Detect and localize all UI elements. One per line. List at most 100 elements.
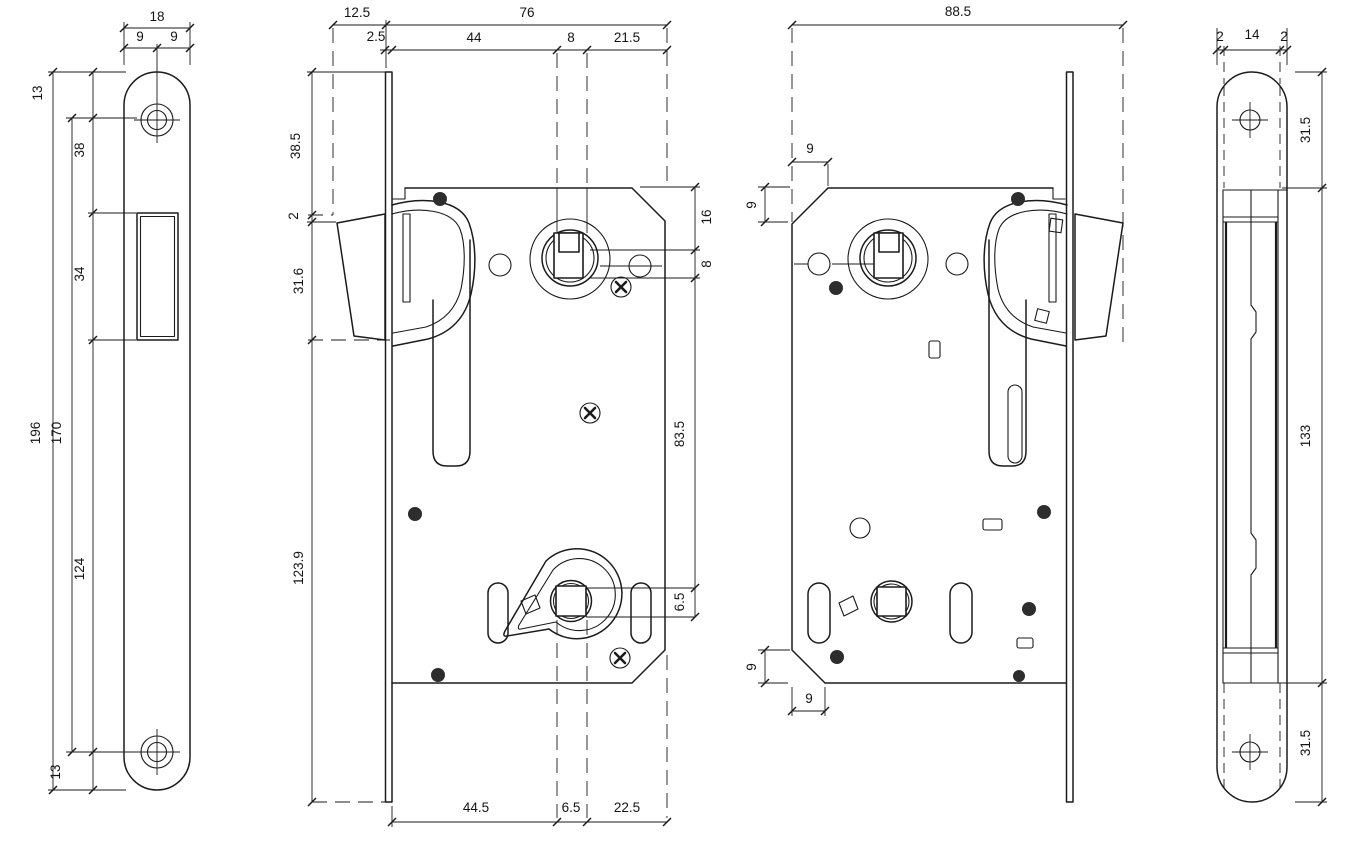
dim-label-plate-height: 196 xyxy=(28,422,43,445)
v4-dimension-lines xyxy=(1217,49,1323,802)
v2-hidden-lines xyxy=(308,28,668,818)
v2-latch-bolt xyxy=(336,213,386,341)
v4-screw-hole-top xyxy=(1232,102,1268,138)
v2-handle-follower xyxy=(529,188,611,300)
dim-label-plate-width: 18 xyxy=(149,9,164,24)
dim-label-latch-height: 31.6 xyxy=(291,268,306,294)
dim-label-hole-centers: 170 xyxy=(49,422,64,445)
v4-center-seam xyxy=(1250,189,1257,684)
strike-plate-screw-hole-bottom xyxy=(134,729,180,775)
dim-label-chamfer-top-height: 9 xyxy=(744,201,759,209)
dim-label-backset: 44 xyxy=(466,30,482,45)
v3-cam-assembly xyxy=(807,580,973,644)
dim-label-faceplate-thickness: 2.5 xyxy=(367,29,386,44)
v2-slot-right xyxy=(630,582,652,644)
dim-label-bottom-section: 31.5 xyxy=(1298,730,1313,756)
v2-faceplate xyxy=(384,71,393,803)
dim-label-window-height: 34 xyxy=(72,266,87,282)
view-lock-case-left-side: 88.5 9 9 9 9 xyxy=(744,4,1128,803)
dim-label-top-to-hole: 13 xyxy=(30,85,45,100)
v2-diamond-detail xyxy=(520,594,541,615)
dim-label-case-section: 133 xyxy=(1298,425,1313,448)
dim-label-case-extent: 123.9 xyxy=(291,551,306,585)
view-strike-plate-front: 18 9 9 13 38 34 124 13 196 170 xyxy=(28,9,195,795)
v2-hole-left-of-follower xyxy=(488,253,512,277)
dim-label-latch-projection: 12.5 xyxy=(344,5,370,20)
v3-hole-left-of-follower xyxy=(807,252,831,276)
v1-extension-lines xyxy=(48,22,191,791)
dim-label-flange-left: 2 xyxy=(1216,29,1224,44)
v4-extension-lines xyxy=(1216,28,1327,803)
v3-dimension-ticks xyxy=(760,20,1128,716)
v3-latch-mechanism xyxy=(983,199,1068,467)
v2-extension-lines xyxy=(307,20,700,827)
dim-label-top-to-case: 38.5 xyxy=(288,133,303,159)
dim-label-hole-offset-left: 9 xyxy=(136,29,144,44)
v3-hole-middle xyxy=(849,517,871,539)
v3-case-step xyxy=(1052,187,1066,200)
dim-label-backset-bottom: 44.5 xyxy=(463,800,489,815)
v3-slot-left xyxy=(807,582,831,644)
v4-extension-hidden xyxy=(1223,46,1281,84)
dim-label-rear-bottom: 22.5 xyxy=(614,800,640,815)
v3-case-outline xyxy=(791,187,1067,684)
dim-label-chamfer-top-width: 9 xyxy=(806,141,814,156)
v3-slot-right xyxy=(949,582,973,644)
v3-dimension-lines xyxy=(764,24,1123,712)
v4-case-edge xyxy=(1222,189,1288,684)
v2-case-outline xyxy=(391,187,666,684)
v2-cam-spindle-hole xyxy=(555,585,587,617)
v2-latch-mechanism xyxy=(391,199,476,467)
v3-extension-lines xyxy=(758,164,829,716)
view-faceplate-edge: 2 14 2 31.5 133 31.5 xyxy=(1212,27,1327,807)
strike-plate-window xyxy=(136,212,179,341)
dim-label-window-to-bottom-hole: 124 xyxy=(72,557,87,580)
v1-dimension-ticks xyxy=(48,23,195,795)
dim-label-rear-depth: 21.5 xyxy=(614,30,640,45)
v3-hole-right-of-follower xyxy=(945,252,969,276)
dim-label-flange-right: 2 xyxy=(1280,29,1288,44)
dim-label-follower-to-cam: 83.5 xyxy=(672,421,687,447)
v4-dimension-ticks xyxy=(1212,45,1327,807)
v2-dimension-ticks xyxy=(307,20,700,827)
dim-label-chamfer-bottom-width: 9 xyxy=(805,691,813,706)
v3-slot-small-bottom xyxy=(1016,637,1034,649)
v3-rivets xyxy=(829,192,1051,682)
v3-slot-small-middle xyxy=(982,518,1003,531)
dim-label-follower-drop: 8 xyxy=(699,260,714,268)
dim-label-latch-clearance: 2 xyxy=(286,212,301,220)
dim-label-overall-depth: 88.5 xyxy=(945,4,971,19)
v2-case-step xyxy=(392,187,406,200)
v2-dimension-lines xyxy=(311,24,696,823)
v3-faceplate xyxy=(1065,71,1074,803)
dim-label-spindle-width: 8 xyxy=(567,30,575,45)
v3-handle-follower xyxy=(794,218,929,300)
v2-rivets xyxy=(408,192,447,682)
v1-dimension-lines xyxy=(52,27,190,790)
dim-label-case-depth: 76 xyxy=(519,5,534,20)
v3-follower-tab xyxy=(878,232,900,253)
dim-label-chamfer-bottom-height: 9 xyxy=(744,663,759,671)
v2-slot-left xyxy=(487,582,509,644)
dim-label-bottom-hole-to-edge: 13 xyxy=(48,764,63,779)
v3-cam-spindle-hole xyxy=(876,586,907,617)
v3-hidden-lines xyxy=(791,28,1124,345)
v3-diamond-detail xyxy=(838,595,859,617)
dim-label-corner-chamfer: 16 xyxy=(699,209,714,224)
v3-latch-bolt xyxy=(1074,213,1124,341)
dim-label-cam-offset: 6.5 xyxy=(672,593,687,612)
dim-label-hole-to-window: 38 xyxy=(72,142,87,157)
strike-plate-outline xyxy=(123,71,191,791)
v4-plate-hidden-edges xyxy=(1223,86,1281,788)
strike-plate-screw-hole-top xyxy=(134,44,180,143)
dim-label-top-section: 31.5 xyxy=(1298,117,1313,143)
v2-phillips-screws xyxy=(579,276,632,669)
dim-label-hole-offset-right: 9 xyxy=(170,29,178,44)
view-lock-case-right-side: 12.5 76 2.5 44 8 21.5 38.5 2 31.6 123.9 … xyxy=(286,5,714,827)
v4-plate-outline xyxy=(1216,71,1288,803)
v2-follower-tab xyxy=(558,232,580,253)
dim-label-core-width: 14 xyxy=(1244,27,1260,42)
dim-label-spindle-bottom: 6.5 xyxy=(562,800,581,815)
